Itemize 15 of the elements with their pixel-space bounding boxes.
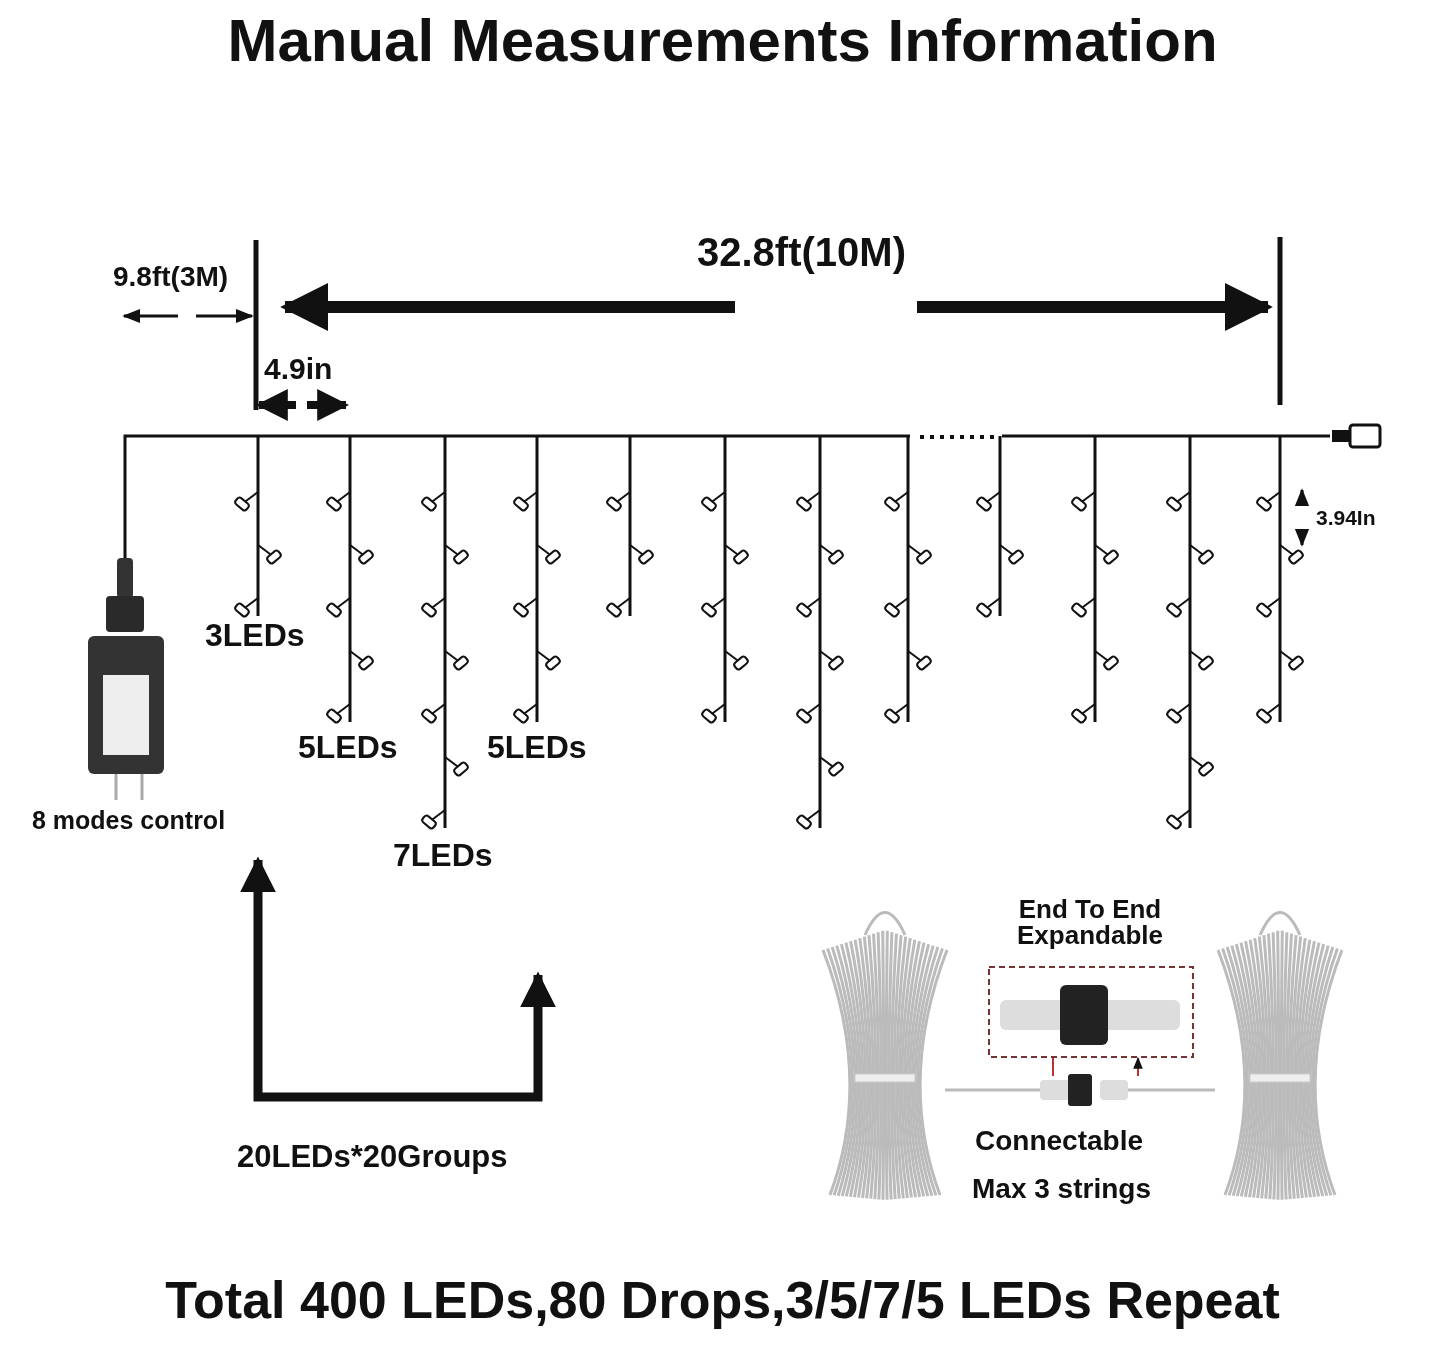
feature-label: Connectable (975, 1126, 1144, 1157)
feature-label: End To End Expandable (1016, 896, 1164, 948)
group-label: 20LEDs*20Groups (237, 1140, 508, 1175)
caption: Total 400 LEDs,80 Drops,3/5/7/5 LEDs Repeat (164, 1272, 1281, 1330)
drop-label: 3LEDs (205, 618, 305, 654)
drop-label: 5LEDs (298, 730, 398, 766)
dimension-label: 9.8ft(3M) (113, 262, 229, 293)
adapter-label: 8 modes control (32, 807, 226, 835)
dimension-label: 3.94In (1316, 506, 1376, 530)
drop-label: 7LEDs (393, 838, 493, 874)
dimension-label: 4.9in (264, 352, 333, 385)
title: Manual Measurements Information (226, 8, 1219, 74)
drop-label: 5LEDs (487, 730, 587, 766)
dimension-label: 32.8ft(10M) (697, 230, 906, 274)
feature-label: Max 3 strings (972, 1174, 1151, 1205)
